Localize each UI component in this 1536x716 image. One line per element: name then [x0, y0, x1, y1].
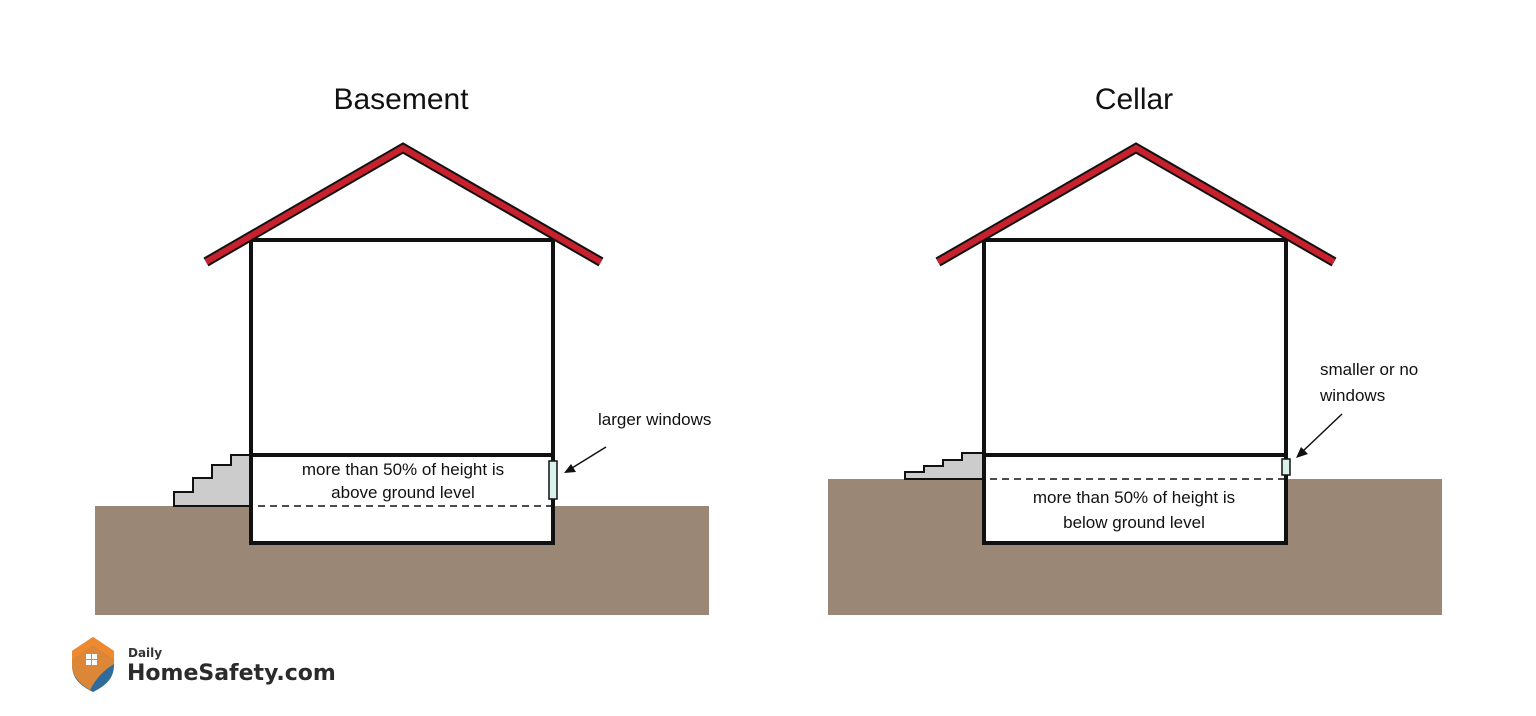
logo-daily-text: Daily — [128, 646, 162, 660]
cellar-roof — [936, 144, 1336, 265]
basement-height-label-line2: above ground level — [331, 483, 475, 502]
basement-house-upper — [249, 238, 555, 457]
basement-steps — [173, 454, 251, 507]
cellar-window-label-line2: windows — [1319, 386, 1385, 405]
cellar-diagram: Cellar more than 50% of height is below … — [828, 83, 1442, 615]
site-logo: Daily HomeSafety.com — [72, 637, 336, 692]
basement-window-label: larger windows — [598, 410, 711, 429]
cellar-height-label-line2: below ground level — [1063, 513, 1205, 532]
basement-roof-outline — [203, 142, 604, 267]
basement-window-arrow-line — [571, 446, 607, 469]
basement-roof — [204, 144, 603, 265]
cellar-lower-level — [982, 453, 1288, 545]
cellar-title: Cellar — [1095, 83, 1173, 116]
basement-window-arrowhead — [564, 464, 576, 473]
logo-brand-text: HomeSafety.com — [127, 661, 336, 686]
cellar-window-label-line1: smaller or no — [1320, 360, 1418, 379]
cellar-height-label-line1: more than 50% of height is — [1033, 488, 1235, 507]
basement-window — [548, 460, 558, 500]
cellar-house-upper — [982, 238, 1288, 457]
cellar-roof-outline — [935, 142, 1337, 267]
basement-diagram: Basement more than 50% of height is abov… — [95, 83, 711, 615]
basement-title: Basement — [333, 83, 469, 116]
cellar-window-arrow-line — [1301, 413, 1343, 453]
shield-house-icon — [72, 637, 114, 692]
cellar-steps — [904, 452, 984, 480]
cellar-window-arrowhead — [1296, 447, 1308, 458]
basement-height-label-line1: more than 50% of height is — [302, 460, 504, 479]
cellar-window — [1281, 458, 1291, 476]
basement-lower-level — [249, 453, 555, 545]
